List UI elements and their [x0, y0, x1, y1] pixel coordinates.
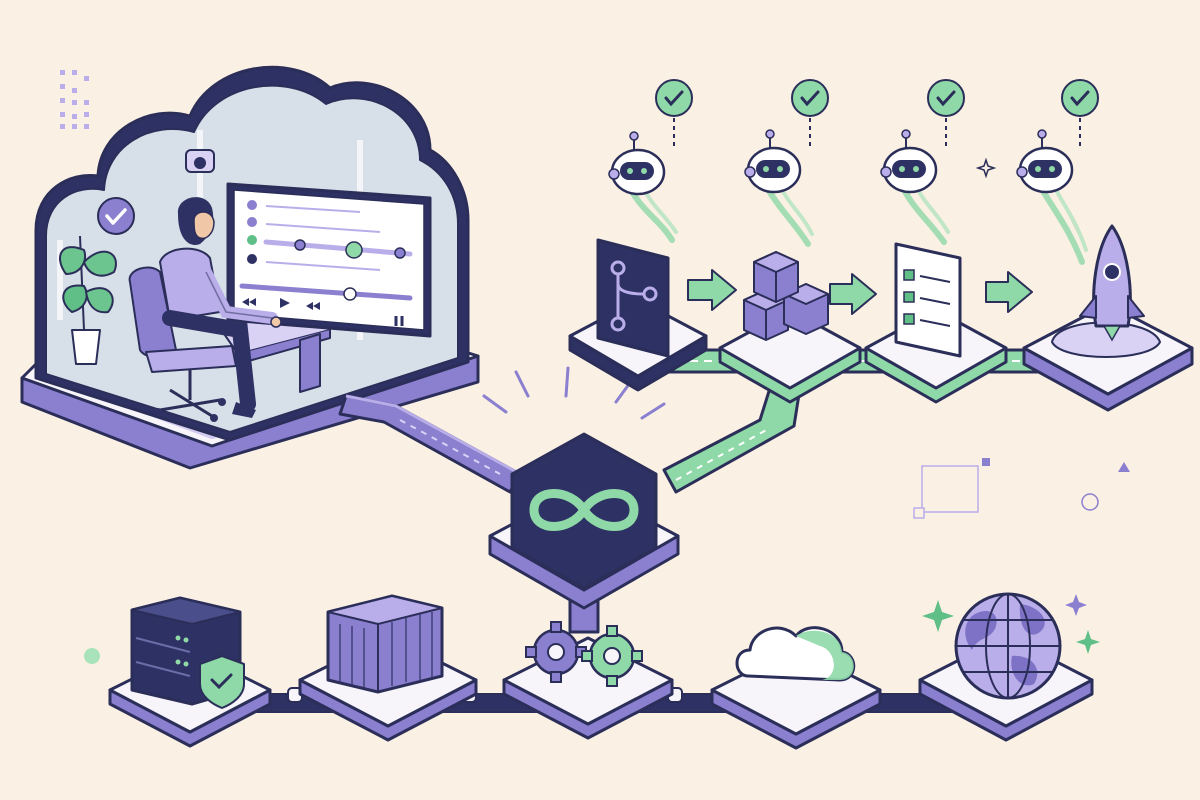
- connector-hub-pipeline: [662, 386, 802, 494]
- person-at-desk-icon: [159, 197, 282, 418]
- workspace-island: [20, 65, 480, 470]
- pause-icon[interactable]: [394, 316, 404, 326]
- arrow-right-icon: [985, 271, 1033, 313]
- check-badge-icon: [655, 79, 693, 117]
- robot-stage-1: [608, 79, 693, 243]
- decor-green-dot: [84, 648, 100, 664]
- infra-globe[interactable]: [918, 592, 1094, 742]
- cubes-build-icon: [743, 251, 829, 341]
- infra-container[interactable]: [298, 594, 478, 742]
- pipeline-stage-deploy[interactable]: [1022, 224, 1194, 412]
- gears-icon: [525, 621, 643, 687]
- slider-handle[interactable]: [345, 241, 363, 259]
- connector-workspace-hub: [338, 394, 522, 494]
- robot-stage-2: [744, 79, 829, 247]
- slider-track[interactable]: [263, 239, 413, 257]
- rocket-deploy-icon: [1079, 224, 1145, 342]
- robot-bot-icon: [880, 129, 938, 194]
- play-icon[interactable]: [280, 298, 290, 308]
- fast-forward-icon[interactable]: [306, 302, 320, 310]
- arrow-right-icon: [687, 269, 737, 311]
- decor-dot-grid: [60, 70, 89, 129]
- robot-bot-icon: [608, 131, 666, 196]
- slider-handle[interactable]: [394, 247, 406, 259]
- progress-handle[interactable]: [343, 287, 357, 301]
- shipping-container-icon: [326, 594, 444, 694]
- sparkle-icon: [922, 600, 1100, 654]
- infra-cloud[interactable]: [710, 626, 882, 750]
- pipeline-stage-source[interactable]: [568, 238, 708, 392]
- check-badge-icon: [97, 197, 135, 235]
- sparkle-icon: [975, 157, 1087, 616]
- energy-lines: [482, 366, 666, 420]
- slider-handle[interactable]: [294, 239, 306, 251]
- infra-server[interactable]: [108, 596, 272, 748]
- check-badge-icon: [927, 79, 965, 117]
- pipeline-stage-test[interactable]: [864, 242, 1008, 404]
- devops-hub[interactable]: [488, 432, 680, 610]
- checklist-test-icon: [894, 242, 962, 358]
- git-branch-icon: [610, 260, 658, 332]
- media-controls-monitor-icon[interactable]: [226, 182, 432, 338]
- security-camera-icon: [185, 149, 215, 173]
- progress-track[interactable]: [239, 283, 413, 301]
- pipeline-stage-build[interactable]: [718, 251, 862, 404]
- robot-stage-3: [880, 79, 965, 245]
- check-badge-icon: [791, 79, 829, 117]
- infinity-devops-icon: [529, 489, 639, 531]
- robot-bot-icon: [744, 129, 802, 194]
- decor-frame-right: [913, 458, 1130, 519]
- robot-checks: [608, 79, 1099, 265]
- robot-bot-icon: [1016, 129, 1074, 194]
- robot-stage-4: [1016, 79, 1099, 265]
- office-chair-icon: [128, 266, 237, 422]
- check-badge-icon: [1061, 79, 1099, 117]
- potted-plant-icon: [59, 235, 117, 365]
- secure-server-icon: [130, 596, 245, 709]
- globe-icon: [954, 592, 1062, 700]
- infra-gears[interactable]: [502, 621, 674, 740]
- rewind-icon[interactable]: [242, 298, 256, 306]
- arrow-right-icon: [829, 273, 877, 315]
